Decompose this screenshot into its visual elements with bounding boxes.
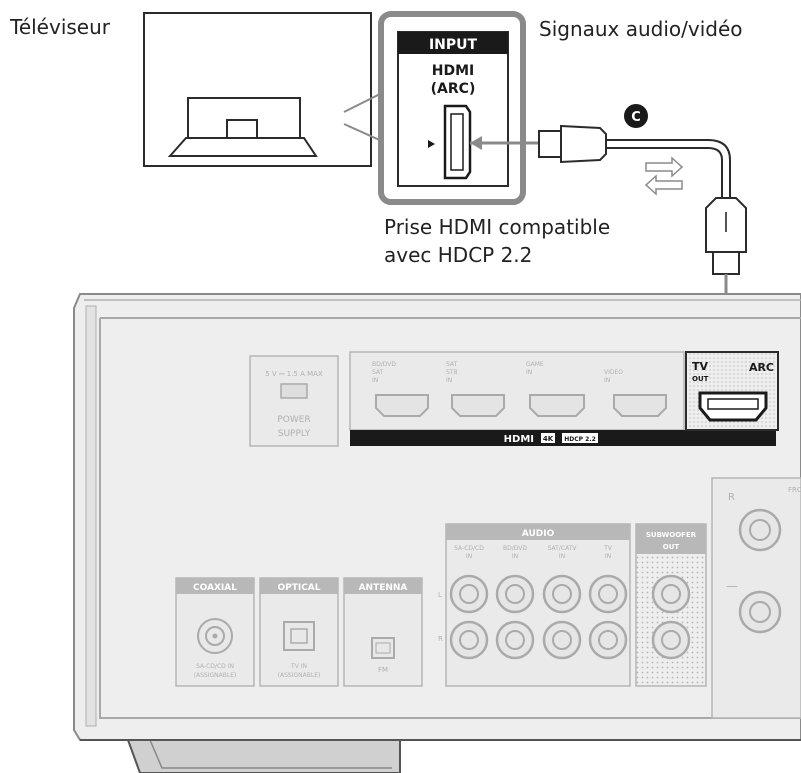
hdmi-in-3: GAME IN: [526, 361, 585, 417]
coaxial-title: COAXIAL: [193, 583, 237, 593]
audio-inputs: AUDIO L R SA-CD/CD IN BD/DVD IN: [438, 523, 631, 687]
svg-text:BD/DVD: BD/DVD: [372, 361, 396, 368]
subwoofer-out: SUBWOOFER OUT: [635, 523, 707, 687]
svg-text:IN: IN: [604, 377, 610, 384]
antenna-input: ANTENNA FM: [343, 577, 423, 687]
svg-text:TV: TV: [603, 545, 613, 552]
hdmi-input-panel: BD/DVD SAT IN SAT STB IN GAME IN: [349, 351, 776, 446]
tv-stand: [187, 97, 301, 138]
svg-text:BD/DVD: BD/DVD: [503, 545, 527, 552]
power-supply-rating: 5 V ⎓ 1.5 A MAX: [265, 370, 323, 378]
svg-text:—: —: [726, 579, 738, 593]
hdmi-in-4: VIDEO IN: [604, 369, 667, 417]
zoom-callout-lines: [343, 91, 385, 143]
hdmi-port-icon: [375, 394, 429, 417]
input-label: INPUT: [429, 37, 478, 53]
hdmi-in-1: BD/DVD SAT IN: [372, 361, 429, 417]
hdmi-cable: [538, 124, 747, 388]
svg-text:OUT: OUT: [663, 543, 680, 551]
tv-out-arc-port: TV OUT ARC: [685, 351, 779, 431]
tv-label: Téléviseur: [10, 15, 110, 39]
svg-text:IN: IN: [372, 377, 378, 384]
power-label-line1: POWER: [277, 415, 310, 425]
hdmi-plug-horizontal-body: [560, 124, 607, 164]
svg-text:IN: IN: [559, 553, 565, 560]
hdmi-label: HDMI: [432, 63, 474, 79]
svg-text:VIDEO: VIDEO: [604, 369, 623, 376]
signals-label: Signaux audio/vidéo: [539, 17, 743, 41]
svg-text:IN: IN: [466, 553, 472, 560]
optical-input: OPTICAL TV IN (ASSIGNABLE): [259, 577, 339, 687]
hdmi-port-icon: [529, 394, 585, 417]
optical-title: OPTICAL: [277, 583, 320, 593]
svg-text:IN: IN: [512, 553, 518, 560]
hdmi-cable-wire: [606, 139, 731, 198]
audio-col-3: SAT/CATV IN: [542, 545, 582, 660]
svg-text:FM: FM: [378, 666, 388, 674]
antenna-title: ANTENNA: [359, 583, 408, 593]
power-label-line2: SUPPLY: [278, 429, 311, 439]
svg-text:GAME: GAME: [526, 361, 544, 368]
svg-text:FRONT: FRONT: [788, 486, 801, 494]
tv-stand-base: [167, 137, 318, 157]
hdmi-plug-vertical-tip: [712, 251, 740, 275]
hdmi-in-2: SAT STB IN: [446, 361, 505, 417]
audio-col-1: SA-CD/CD IN: [449, 545, 489, 660]
svg-text:IN: IN: [446, 377, 452, 384]
svg-text:TV IN: TV IN: [290, 663, 307, 670]
hdmi-plug-horizontal-tip: [538, 130, 562, 158]
tv-hdmi-panel: INPUT HDMI (ARC): [397, 31, 509, 187]
hdmi-port-icon: [613, 394, 667, 417]
hdcp-badge: HDCP 2.2: [564, 436, 596, 443]
svg-text:SAT: SAT: [372, 369, 384, 376]
front-speaker-terminals: FRONT R —: [711, 477, 801, 719]
tv-out-tv: TV: [692, 360, 709, 373]
hdmi-jack-caption-line2: avec HDCP 2.2: [384, 243, 533, 267]
svg-text:SUBWOOFER: SUBWOOFER: [646, 531, 697, 539]
svg-text:L: L: [438, 591, 442, 599]
svg-text:IN: IN: [605, 553, 611, 560]
hdmi-port-icon: [451, 394, 505, 417]
svg-text:SAT/CATV: SAT/CATV: [548, 545, 578, 552]
svg-text:(ASSIGNABLE): (ASSIGNABLE): [278, 672, 321, 679]
svg-text:SA-CD/CD IN: SA-CD/CD IN: [196, 663, 234, 670]
hdmi-4k-badge: 4K: [543, 435, 554, 443]
receiver-inner-panel: [99, 317, 801, 719]
svg-text:IN: IN: [526, 369, 532, 376]
bidirectional-arrows-icon: [644, 156, 684, 196]
tv-out-arc: ARC: [749, 361, 774, 374]
svg-text:STB: STB: [446, 369, 458, 376]
connection-arrow-head: [470, 136, 482, 150]
cable-marker-c: [624, 104, 648, 128]
tv-stand-neck: [226, 119, 258, 139]
audio-col-2: BD/DVD IN: [495, 545, 535, 660]
hdmi-bar-text: HDMI: [504, 434, 534, 445]
svg-text:SA-CD/CD: SA-CD/CD: [454, 545, 484, 552]
arrow-marker-icon: [428, 140, 435, 148]
svg-text:SAT: SAT: [446, 361, 458, 368]
av-receiver: 5 V ⎓ 1.5 A MAX POWER SUPPLY BD/DVD SAT …: [73, 293, 801, 773]
coaxial-input: COAXIAL SA-CD/CD IN (ASSIGNABLE): [175, 577, 255, 687]
hdmi-jack-caption-line1: Prise HDMI compatible: [384, 215, 611, 239]
svg-text:R: R: [728, 492, 735, 503]
audio-col-4: TV IN: [588, 545, 628, 660]
arc-label: (ARC): [431, 81, 476, 97]
tv-out-out: OUT: [692, 375, 709, 383]
svg-text:R: R: [438, 635, 443, 643]
cable-marker-c-text: C: [631, 110, 641, 125]
optical-jack-icon: [283, 621, 315, 651]
usb-port-icon: [280, 383, 308, 399]
audio-title: AUDIO: [522, 529, 555, 539]
input-header: [398, 32, 508, 54]
svg-text:(ASSIGNABLE): (ASSIGNABLE): [194, 672, 237, 679]
tv-set: [143, 12, 372, 167]
power-supply-usb: 5 V ⎓ 1.5 A MAX POWER SUPPLY: [249, 355, 339, 447]
